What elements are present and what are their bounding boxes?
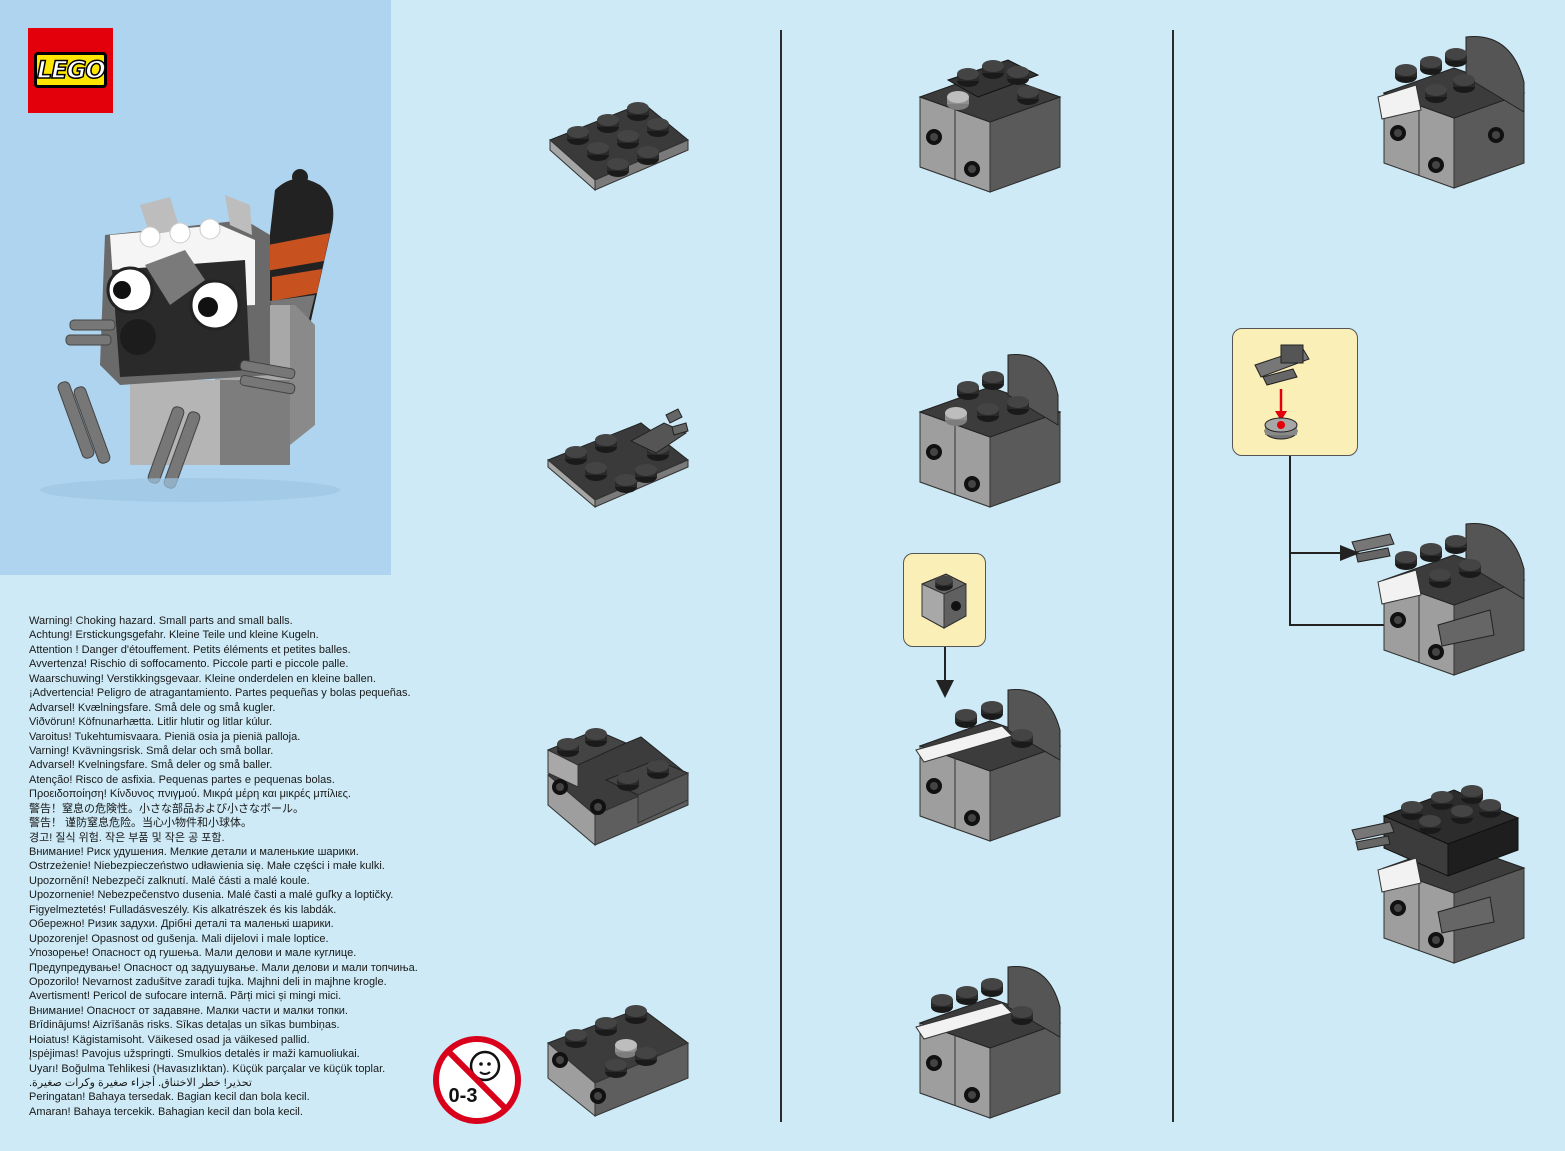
warning-line: Achtung! Erstickungsgefahr. Kleine Teile…: [29, 628, 469, 642]
warning-line: Viðvörun! Köfnunarhætta. Litlir hlutir o…: [29, 715, 469, 729]
warning-line: Opozorilo! Nevarnost zadušitve zaradi tu…: [29, 975, 469, 989]
cover-panel: LEGO: [0, 0, 391, 575]
warning-line: Figyelmeztetés! Fulladásveszély. Kis alk…: [29, 903, 469, 917]
claw-with-round-plate-icon: [1233, 329, 1357, 455]
warning-line: Предупредување! Опасност од задушување. …: [29, 961, 469, 975]
step-1-plate: [548, 95, 693, 195]
warning-line: Avvertenza! Rischio di soffocamento. Pic…: [29, 657, 469, 671]
warning-line: Attention ! Danger d'étouffement. Petits…: [29, 643, 469, 657]
head: [100, 195, 270, 385]
warning-line: Hoiatus! Kägistamisoht. Väikesed osad ja…: [29, 1033, 469, 1047]
warning-line: 警告！ 谨防窒息危险。当心小物件和小球体。: [29, 816, 469, 830]
warning-line: Upozornenie! Nebezpečenstvo dusenia. Mal…: [29, 888, 469, 902]
callout-connector: [1289, 456, 1291, 625]
step-10-part-callout: [1232, 328, 1358, 456]
step-9-assembly: [1376, 35, 1531, 195]
warning-line: Avertisment! Pericol de sufocare internă…: [29, 989, 469, 1003]
step-2-plate-with-clips: [546, 405, 694, 510]
age-warning-badge: 0-3: [433, 1036, 521, 1124]
raccoon-model-image: [40, 165, 360, 505]
warning-line: Atenção! Risco de asfixia. Pequenas part…: [29, 773, 469, 787]
step-5-assembly: [918, 55, 1063, 195]
warning-line: Varoitus! Tukehtumisvaara. Pieniä osia j…: [29, 730, 469, 744]
step-8-assembly: [912, 965, 1067, 1125]
step-7-part-callout: [903, 553, 986, 647]
step-3-bricks: [546, 725, 691, 850]
warning-line: Varning! Kvävningsrisk. Små delar och sm…: [29, 744, 469, 758]
warning-line: Amaran! Bahaya tercekik. Bahagian kecil …: [29, 1105, 469, 1119]
lego-logo-text: LEGO: [37, 55, 104, 85]
warning-line: Upozorenje! Opasnost od gušenja. Mali di…: [29, 932, 469, 946]
warning-line: Advarsel! Kvelningsfare. Små deler og sm…: [29, 758, 469, 772]
warning-line: Uyarı! Boğulma Tehlikesi (Havasızlıktan)…: [29, 1062, 469, 1076]
warning-line: 경고! 질식 위험. 작은 부품 및 작은 공 포함.: [29, 831, 469, 845]
warning-line: Advarsel! Kvælningsfare. Små dele og små…: [29, 701, 469, 715]
warning-line: Внимание! Опасност от задавяне. Малки ча…: [29, 1004, 469, 1018]
age-badge-label: 0-3: [449, 1085, 478, 1107]
warning-line: Ostrzeżenie! Niebezpieczeństwo udławieni…: [29, 859, 469, 873]
brick-1x1-side-stud-icon: [904, 554, 984, 644]
lego-logo: LEGO: [28, 28, 113, 113]
warning-line: Обережно! Ризик задухи. Дрібні деталі та…: [29, 917, 469, 931]
warning-line: Įspėjimas! Pavojus užspringti. Smulkios …: [29, 1047, 469, 1061]
warning-line: Упозорење! Опасност од гушења. Мали дело…: [29, 946, 469, 960]
warning-line: Внимание! Риск удушения. Мелкие детали и…: [29, 845, 469, 859]
step-7-assembly: [912, 688, 1067, 848]
column-divider-2: [1172, 30, 1174, 1122]
warning-line: ¡Advertencia! Peligro de atragantamiento…: [29, 686, 469, 700]
warning-line: 警告！窒息の危険性。小さな部品および小さなボール。: [29, 802, 469, 816]
warning-line: Waarschuwing! Verstikkingsgevaar. Kleine…: [29, 672, 469, 686]
warning-line: Προειδοποίηση! Κίνδυνος πνιγμού. Μικρά μ…: [29, 787, 469, 801]
warning-line: Peringatan! Bahaya tersedak. Bagian keci…: [29, 1090, 469, 1104]
step-4-bricks: [546, 998, 691, 1123]
step-11-assembly: [1350, 780, 1530, 970]
step-10-assembly: [1350, 520, 1530, 685]
choking-hazard-warnings: Warning! Choking hazard. Small parts and…: [29, 614, 469, 1119]
warning-line: Brīdinājums! Aizrīšanās risks. Sīkas det…: [29, 1018, 469, 1032]
step-6-assembly: [918, 350, 1063, 510]
warning-line: Upozornění! Nebezpečí zalknutí. Malé čás…: [29, 874, 469, 888]
warning-line: تحذير! خطر الاختناق. أجزاء صغيرة وكرات ص…: [29, 1076, 469, 1090]
column-divider-1: [780, 30, 782, 1122]
warning-line: Warning! Choking hazard. Small parts and…: [29, 614, 469, 628]
